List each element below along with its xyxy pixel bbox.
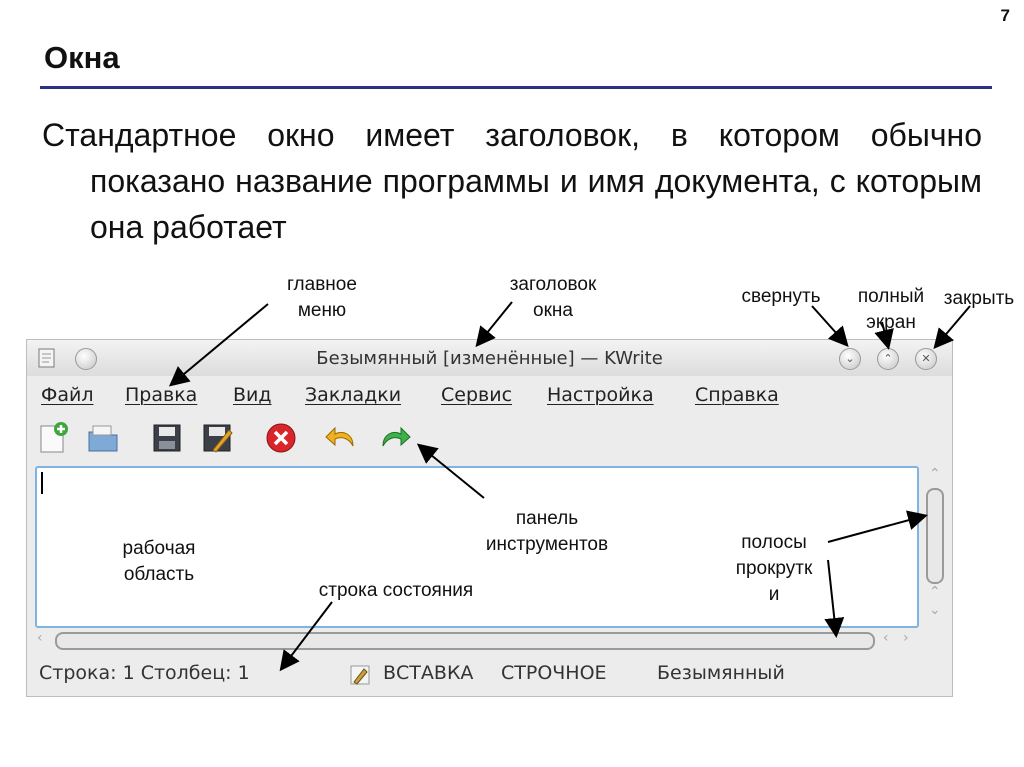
menu-settings[interactable]: Настройка [547, 384, 654, 406]
menu-tools[interactable]: Сервис [441, 384, 513, 406]
save-as-icon[interactable] [199, 420, 235, 456]
status-mode[interactable]: ВСТАВКА [383, 662, 474, 684]
callout-close: закрыть [943, 288, 1015, 309]
pin-button[interactable] [75, 348, 97, 370]
status-bar: Строка: 1 Столбец: 1 ВСТАВКА СТРОЧНОЕ Бе… [27, 658, 952, 690]
close-button[interactable]: ✕ [915, 348, 937, 370]
undo-icon[interactable] [323, 420, 359, 456]
chevron-down-icon[interactable]: ⌄ [929, 602, 941, 618]
chevron-left-icon[interactable]: ‹ [883, 630, 889, 646]
menu-edit[interactable]: Правка [125, 384, 198, 406]
menu-bookmarks[interactable]: Закладки [305, 384, 402, 406]
callout-work-area: рабочая область [122, 538, 196, 585]
menu-view[interactable]: Вид [233, 384, 272, 406]
status-document: Безымянный [657, 662, 785, 684]
callout-main-menu: главное меню [287, 274, 357, 321]
horizontal-scrollbar[interactable]: ‹ ‹ › [35, 630, 919, 652]
vertical-scroll-thumb[interactable] [926, 488, 944, 584]
slide-title: Окна [44, 40, 120, 75]
close-icon: ✕ [921, 352, 931, 365]
redo-icon[interactable] [377, 420, 413, 456]
toolbar [27, 416, 952, 462]
window-titlebar[interactable]: Безымянный [изменённые] — KWrite ⌄ ⌃ ✕ [27, 340, 952, 376]
callout-minimize: свернуть [741, 286, 821, 307]
maximize-button[interactable]: ⌃ [877, 348, 899, 370]
text-caret [41, 472, 43, 494]
chevron-right-icon[interactable]: › [903, 630, 909, 646]
chevron-down-icon: ⌄ [845, 352, 855, 365]
callout-scrollbars: полосы прокрутк и [735, 532, 813, 605]
chevron-up-icon: ⌃ [883, 352, 893, 365]
horizontal-scroll-thumb[interactable] [55, 632, 875, 650]
vertical-scrollbar[interactable]: ⌃ ⌃ ⌄ [923, 466, 947, 630]
slide-number: 7 [1000, 6, 1010, 25]
callout-toolbar: панель инструментов [485, 508, 609, 555]
callout-fullscreen: полный экран [857, 286, 925, 333]
open-folder-icon[interactable] [85, 420, 121, 456]
status-position: Строка: 1 Столбец: 1 [39, 662, 250, 684]
callout-status-bar: строка состояния [318, 580, 474, 601]
status-selection[interactable]: СТРОЧНОЕ [501, 662, 607, 684]
menu-file[interactable]: Файл [41, 384, 94, 406]
title-rule [40, 86, 992, 89]
save-icon[interactable] [149, 420, 185, 456]
new-document-icon[interactable] [35, 420, 71, 456]
edit-mode-icon [349, 664, 371, 691]
slide-body-text: Стандартное окно имеет заголовок, в кото… [42, 117, 982, 245]
chevron-up-icon[interactable]: ⌃ [929, 584, 941, 600]
menu-help[interactable]: Справка [695, 384, 779, 406]
app-menu-icon[interactable] [35, 346, 59, 370]
window-title: Безымянный [изменённые] — KWrite [316, 348, 663, 369]
callout-window-title: заголовок окна [509, 274, 597, 321]
chevron-up-icon[interactable]: ⌃ [929, 466, 941, 482]
minimize-button[interactable]: ⌄ [839, 348, 861, 370]
close-document-icon[interactable] [263, 420, 299, 456]
chevron-left-icon[interactable]: ‹ [37, 630, 43, 646]
menubar: Файл Правка Вид Закладки Сервис Настройк… [27, 378, 952, 414]
